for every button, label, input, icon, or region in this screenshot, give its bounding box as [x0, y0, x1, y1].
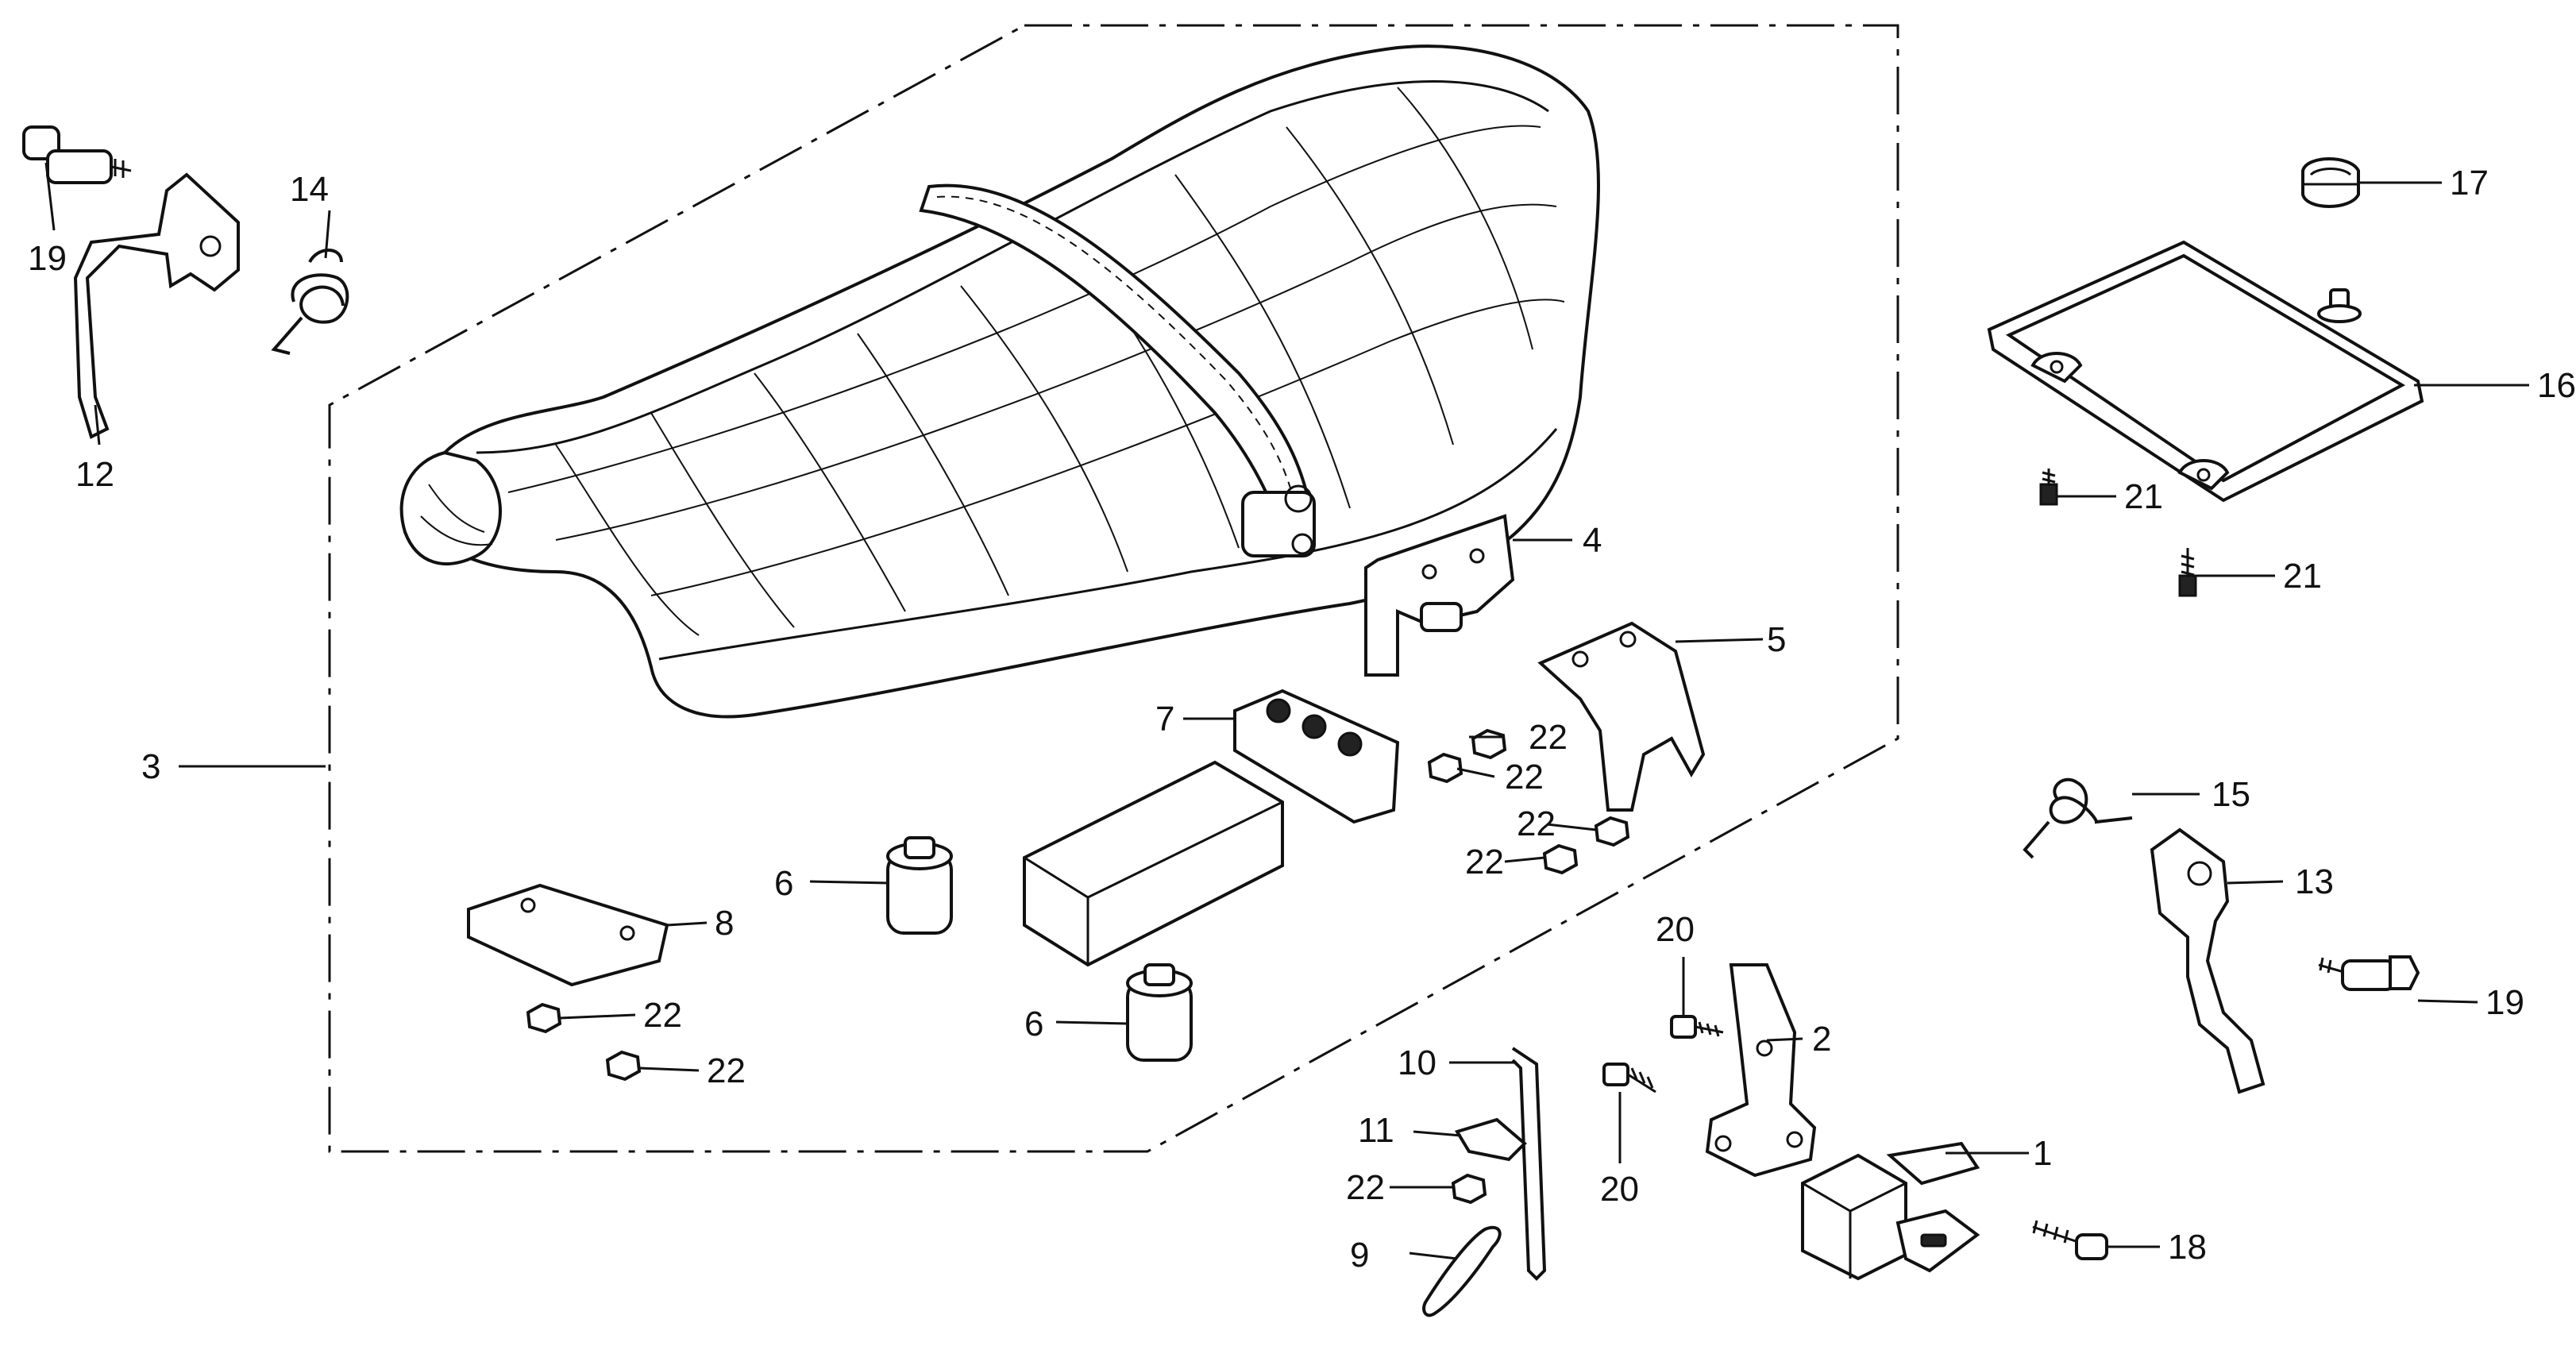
label-4: 4 — [1583, 521, 1602, 560]
bolt-18 — [2032, 1220, 2108, 1260]
fuse-block-7 — [1233, 688, 1400, 824]
label-22f: 22 — [707, 1051, 746, 1090]
label-22g: 22 — [1346, 1168, 1385, 1207]
label-2: 2 — [1812, 1020, 1831, 1059]
label-13: 13 — [2295, 862, 2334, 901]
label-9: 9 — [1350, 1236, 1369, 1275]
grommet-17 — [2301, 157, 2360, 208]
label-16: 16 — [2537, 366, 2576, 405]
label-5: 5 — [1767, 620, 1786, 659]
label-18: 18 — [2168, 1228, 2207, 1267]
label-8: 8 — [715, 904, 734, 943]
label-1: 1 — [2033, 1134, 2052, 1173]
label-14: 14 — [290, 170, 329, 209]
label-22a: 22 — [1529, 718, 1568, 757]
label-20b: 20 — [1600, 1170, 1639, 1209]
bolt-19-right — [2318, 955, 2420, 991]
label-6b: 6 — [1024, 1005, 1043, 1043]
hook-13 — [2150, 827, 2266, 1094]
seat-lock-1 — [1801, 1141, 1980, 1281]
bracket-4 — [1364, 514, 1515, 677]
label-17: 17 — [2450, 164, 2489, 202]
hook-12 — [73, 172, 240, 439]
band-9 — [1422, 1225, 1502, 1317]
seat-assembly-boundary — [328, 24, 1899, 1153]
bracket-5 — [1537, 621, 1706, 812]
leader-lines — [44, 162, 2529, 1260]
label-20a: 20 — [1656, 910, 1695, 949]
callout-labels: 3 1 2 4 5 6 6 7 8 9 10 11 12 13 14 15 16… — [28, 164, 2576, 1275]
label-22c: 22 — [1517, 804, 1556, 843]
label-7: 7 — [1155, 700, 1174, 739]
label-10: 10 — [1398, 1043, 1436, 1082]
label-21b: 21 — [2283, 557, 2322, 596]
bolt-19-left — [22, 125, 132, 184]
label-3: 3 — [141, 747, 160, 786]
label-12: 12 — [75, 455, 114, 494]
label-22b: 22 — [1505, 758, 1544, 796]
label-22d: 22 — [1465, 843, 1504, 881]
seat — [399, 44, 1600, 719]
screws-21 — [2039, 469, 2197, 597]
spring-15 — [2023, 777, 2133, 859]
label-6a: 6 — [774, 864, 793, 903]
rubber-mount-6a — [886, 836, 953, 935]
spring-14 — [271, 249, 349, 355]
label-21a: 21 — [2124, 477, 2163, 516]
label-11: 11 — [1358, 1111, 1394, 1150]
label-19a: 19 — [28, 239, 67, 278]
rod-10 — [1511, 1047, 1547, 1281]
label-19b: 19 — [2485, 983, 2524, 1022]
bolts-20 — [1602, 1015, 1724, 1094]
rubber-mount-6b — [1126, 963, 1193, 1062]
plate-8 — [467, 883, 669, 987]
tray-16 — [1987, 240, 2424, 503]
bracket-2 — [1705, 963, 1817, 1178]
label-15: 15 — [2212, 775, 2250, 814]
foam-block — [1023, 760, 1284, 967]
label-22e: 22 — [643, 996, 682, 1035]
clip-11 — [1454, 1117, 1527, 1162]
